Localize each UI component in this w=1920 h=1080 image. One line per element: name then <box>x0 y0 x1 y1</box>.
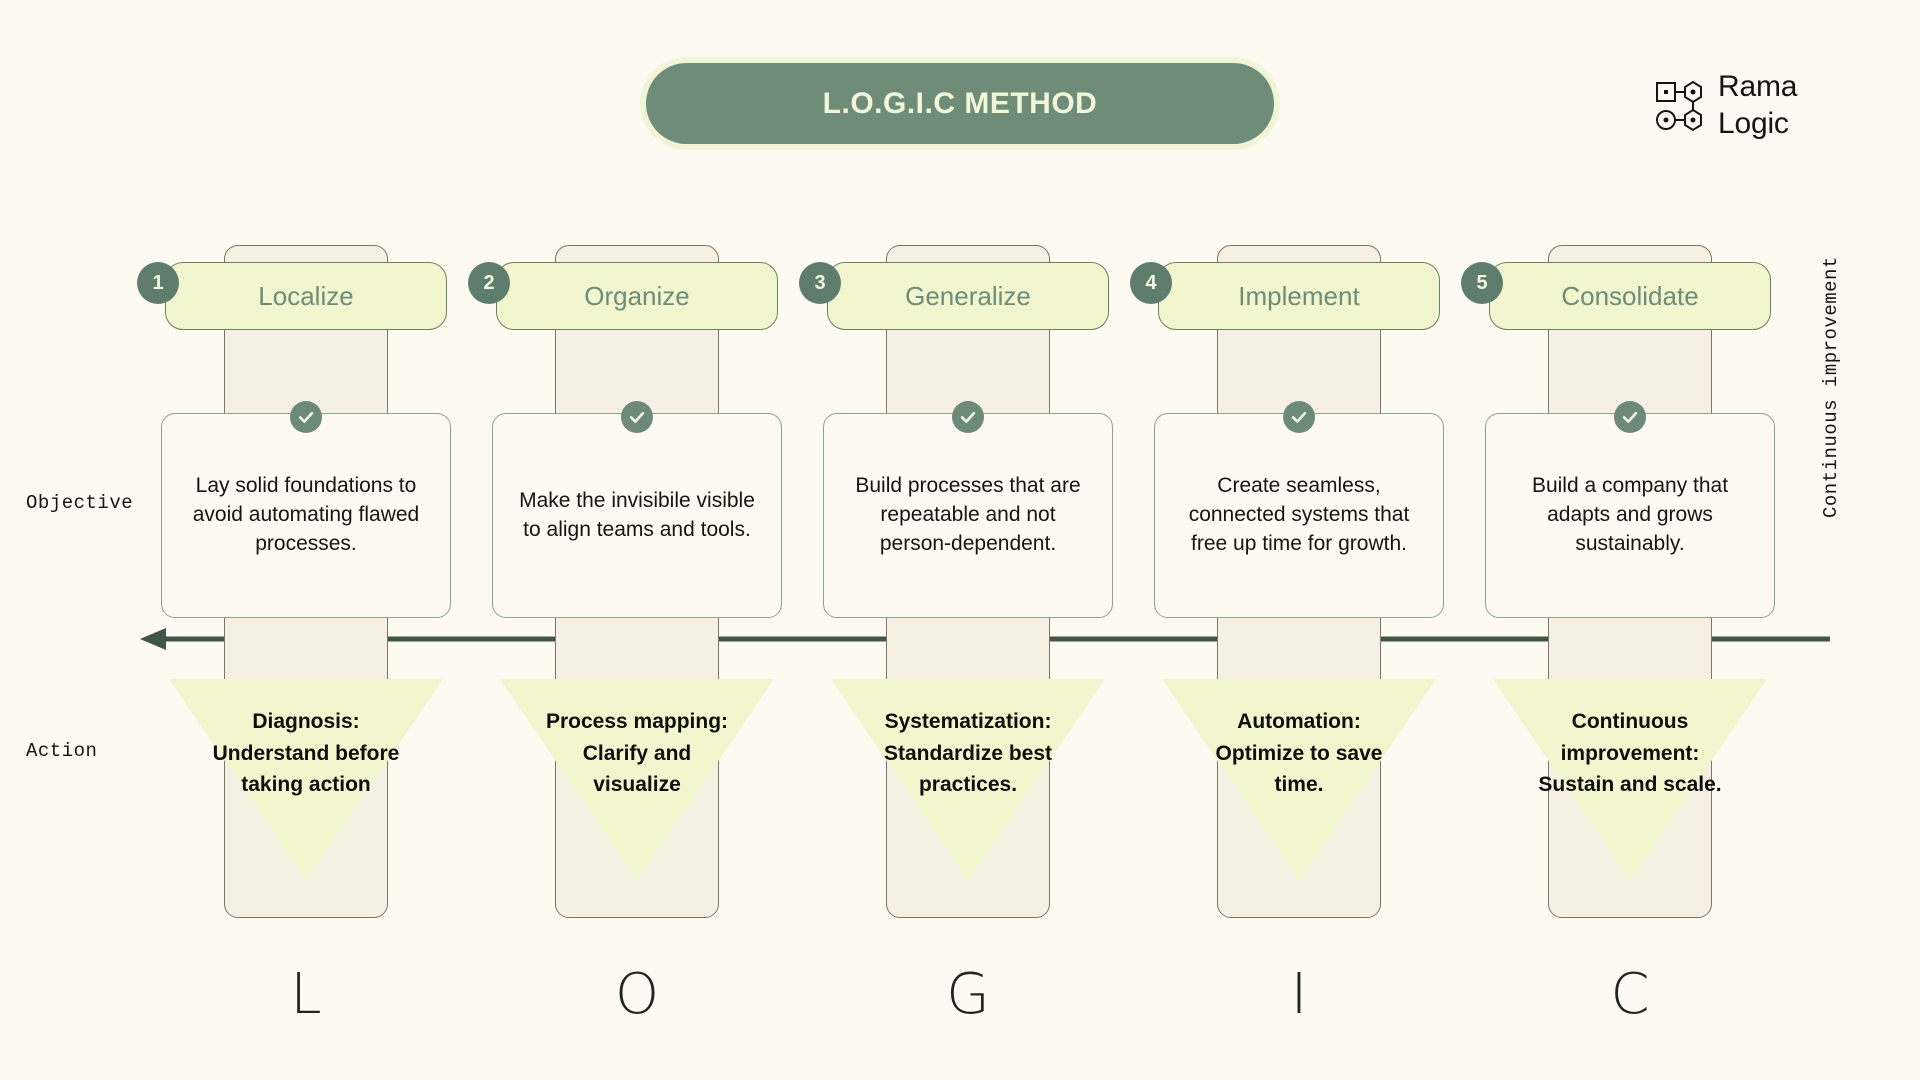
objective-card: Lay solid foundations to avoid automatin… <box>161 413 451 618</box>
row-label-action: Action <box>26 740 98 762</box>
step-header-localize[interactable]: Localize <box>165 262 447 330</box>
step-title: Consolidate <box>1561 280 1699 311</box>
check-icon <box>1283 401 1315 433</box>
step-header-organize[interactable]: Organize <box>496 262 778 330</box>
objective-text: Build a company that adapts and grows su… <box>1531 474 1729 555</box>
step-number-badge: 5 <box>1461 262 1503 304</box>
check-icon <box>290 401 322 433</box>
step-title: Localize <box>258 280 354 311</box>
step-number-badge: 1 <box>137 262 179 304</box>
row-label-objective: Objective <box>26 492 134 514</box>
objective-card: Build a company that adapts and grows su… <box>1485 413 1775 618</box>
check-icon <box>621 401 653 433</box>
action-text: Continuous improvement: Sustain and scal… <box>1538 710 1722 796</box>
action-triangle-icon <box>169 679 443 881</box>
logo-line-1: Rama <box>1718 70 1798 103</box>
step-number-badge: 4 <box>1130 262 1172 304</box>
rama-logic-mark-icon <box>1656 80 1702 131</box>
action-text: Systematization: Standardize best practi… <box>883 710 1053 796</box>
step-header-implement[interactable]: Implement <box>1158 262 1440 330</box>
title-pill: L.O.G.I.C METHOD <box>646 63 1274 144</box>
step-header-consolidate[interactable]: Consolidate <box>1489 262 1771 330</box>
objective-text: Create seamless, connected systems that … <box>1188 474 1410 555</box>
step-header-generalize[interactable]: Generalize <box>827 262 1109 330</box>
action-text: Process mapping: Clarify and visualize <box>545 710 729 796</box>
acronym-letter: L <box>290 962 322 1027</box>
step-title: Implement <box>1238 280 1360 311</box>
acronym-letter: C <box>1610 962 1650 1027</box>
action-triangle-icon <box>1162 679 1436 881</box>
objective-text: Make the invisibile visible to align tea… <box>519 488 755 541</box>
objective-card: Build processes that are repeatable and … <box>823 413 1113 618</box>
step-title: Generalize <box>905 280 1031 311</box>
action-triangle-icon <box>831 679 1105 881</box>
step-number-badge: 2 <box>468 262 510 304</box>
action-text: Diagnosis: Understand before taking acti… <box>212 710 400 796</box>
check-icon <box>952 401 984 433</box>
brand-logo: Rama Logic <box>1655 72 1797 139</box>
step-title: Organize <box>584 280 690 311</box>
check-icon <box>1614 401 1646 433</box>
action-text: Automation: Optimize to save time. <box>1215 710 1383 796</box>
acronym-letter: I <box>1290 962 1308 1027</box>
page-title: L.O.G.I.C METHOD <box>822 86 1098 120</box>
continuous-improvement-label: Continuous improvement <box>1820 256 1842 518</box>
title-banner: L.O.G.I.C METHOD <box>640 57 1280 150</box>
objective-card: Make the invisibile visible to align tea… <box>492 413 782 618</box>
logo-line-2: Logic <box>1718 107 1789 140</box>
objective-text: Build processes that are repeatable and … <box>855 474 1081 555</box>
action-triangle-icon <box>500 679 774 881</box>
step-number-badge: 3 <box>799 262 841 304</box>
action-triangle-icon <box>1493 679 1767 881</box>
acronym-letter: O <box>614 962 660 1027</box>
objective-card: Create seamless, connected systems that … <box>1154 413 1444 618</box>
logo-wordmark: Rama Logic <box>1718 72 1797 139</box>
objective-text: Lay solid foundations to avoid automatin… <box>192 474 420 555</box>
acronym-letter: G <box>946 962 990 1027</box>
